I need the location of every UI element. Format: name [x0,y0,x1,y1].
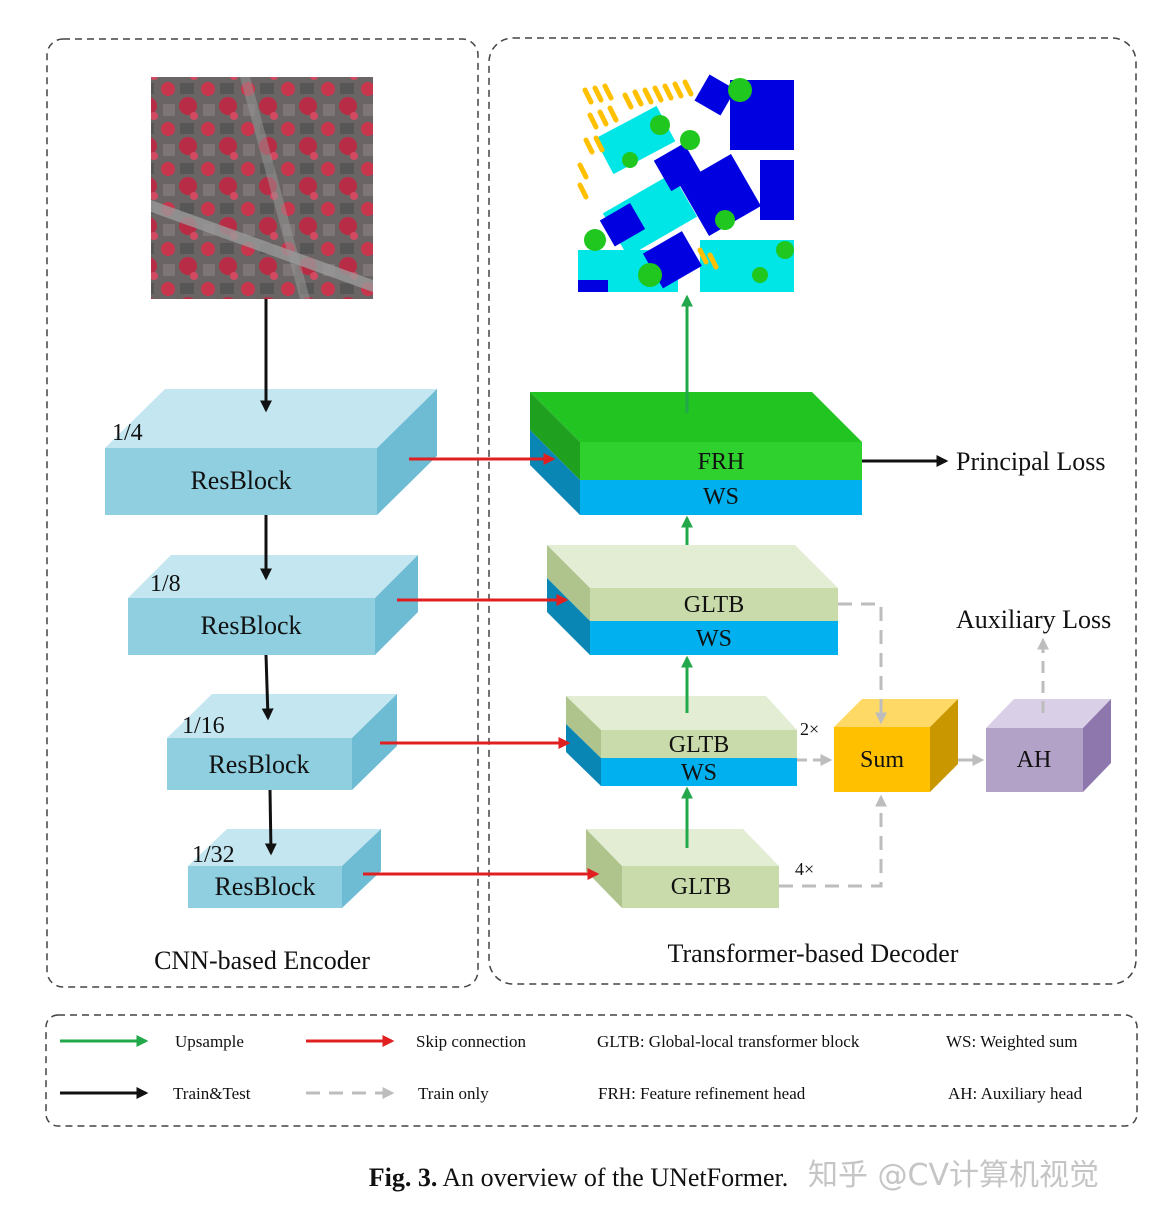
resblock-1-32: 1/32 ResBlock [188,829,381,908]
watermark: 知乎 @CV计算机视觉 [808,1158,1100,1193]
segmentation-output [577,74,794,292]
gltb-ws-block-1: GLTB WS [547,545,838,655]
resblock-1-8: 1/8 ResBlock [128,555,418,655]
gltb-ws-block-2: GLTB WS [566,696,797,786]
figure-caption-text: An overview of the UNetFormer. [442,1163,789,1192]
encoder-group [46,38,479,988]
ws-label: WS [703,484,739,510]
decoder-group [488,37,1137,985]
frh-ws-block: FRH WS [530,392,862,515]
encoder-arrow [261,654,274,721]
train-only-arrow [779,794,887,888]
train-only-arrow [838,602,887,725]
legend-train-test: Train&Test [173,1084,251,1103]
gltb-block-3: GLTB [586,829,779,908]
scale-1-16: 1/16 [182,713,225,739]
figure-number: Fig. 3. [368,1163,438,1192]
ah-label: AH [1017,747,1052,773]
resblock-label: ResBlock [190,466,291,495]
legend-frh: FRH: Feature refinement head [598,1084,806,1103]
ws-label: WS [681,760,717,786]
resblock-label: ResBlock [208,750,309,779]
resblock-1-16: 1/16 ResBlock [167,694,397,790]
input-image [151,77,373,299]
resblock-label: ResBlock [214,872,315,901]
legend-ws: WS: Weighted sum [946,1032,1077,1051]
legend-train-only: Train only [418,1084,489,1103]
legend-gltb: GLTB: Global-local transformer block [597,1032,860,1051]
resblock-1-4: 1/4 ResBlock [105,389,437,515]
principal-loss-label: Principal Loss [956,447,1106,476]
legend-upsample: Upsample [175,1032,244,1051]
scale-1-32: 1/32 [192,842,235,868]
gltb-label: GLTB [671,874,731,900]
gltb-label: GLTB [669,732,729,758]
sum-label: Sum [860,747,904,773]
mult-4x-label: 4× [795,859,814,879]
auxiliary-loss-label: Auxiliary Loss [956,605,1111,634]
figure-caption: Fig. 3. An overview of the UNetFormer. [0,1163,1157,1193]
ah-block: AH [986,699,1111,792]
scale-1-8: 1/8 [150,571,181,597]
encoder-title: CNN-based Encoder [154,946,370,975]
gltb-label: GLTB [684,592,744,618]
decoder-title: Transformer-based Decoder [668,939,959,968]
scale-1-4: 1/4 [112,420,143,446]
ws-label: WS [696,626,732,652]
frh-label: FRH [698,449,745,475]
legend-skip: Skip connection [416,1032,527,1051]
encoder-arrow [264,789,277,856]
legend-ah: AH: Auxiliary head [948,1084,1083,1103]
sum-block: Sum [834,699,958,792]
legend-box [45,1014,1138,1127]
mult-2x-label: 2× [800,719,819,739]
resblock-label: ResBlock [200,611,301,640]
